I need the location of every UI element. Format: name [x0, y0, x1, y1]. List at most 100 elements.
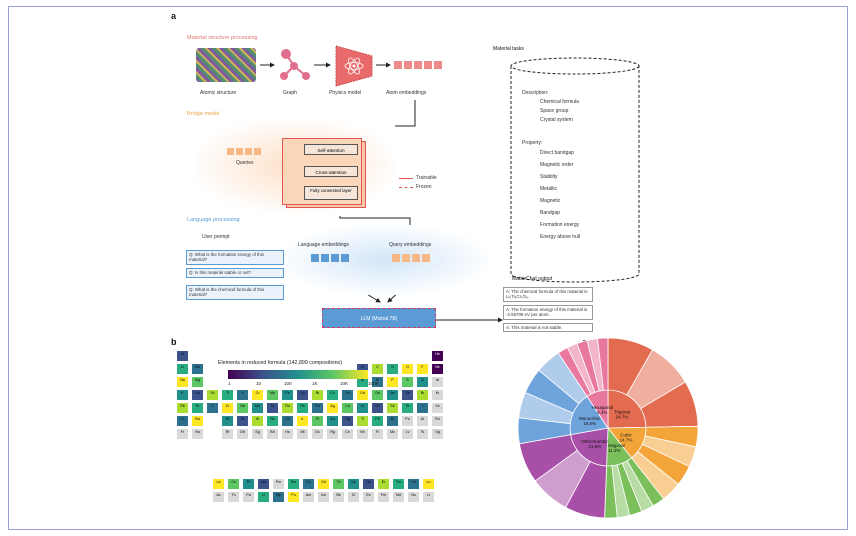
element-la: La — [212, 478, 225, 490]
sunburst-label: Hexagonal — [591, 405, 613, 410]
element-ar: Ar — [431, 376, 444, 388]
label-physics-model: Physics model — [329, 90, 362, 96]
element-hf: Hf — [221, 415, 234, 427]
section-structure: Material structure processing — [187, 35, 258, 41]
element-cd: Cd — [341, 402, 354, 414]
prop-6: Bandgap — [540, 210, 561, 216]
element-cr: Cr — [251, 389, 264, 401]
element-li: Li — [176, 363, 189, 375]
prop-title: Property: — [522, 140, 543, 146]
section-language: Language processing — [187, 217, 240, 223]
element-mo: Mo — [251, 402, 264, 414]
element-ir: Ir — [296, 415, 309, 427]
desc-2: Space group — [540, 108, 569, 114]
element-cs: Cs — [176, 415, 189, 427]
sunburst-label: Trigonal — [614, 410, 630, 415]
element-kr: Kr — [431, 389, 444, 401]
element-eu: Eu — [302, 478, 315, 490]
element-ti: Ti — [221, 389, 234, 401]
prop-1: Direct bandgap — [540, 150, 574, 156]
sunburst-value: 9.3% — [597, 410, 607, 415]
element-h: H — [176, 350, 189, 362]
colorbar-tick: 100K — [368, 381, 379, 386]
element-al: Al — [356, 376, 369, 388]
element-nh: Nh — [356, 428, 369, 440]
element-rg: Rg — [326, 428, 339, 440]
element-ca: Ca — [191, 389, 204, 401]
element-lu: Lu — [422, 478, 435, 490]
element-p: P — [386, 376, 399, 388]
legend-frozen-line — [399, 187, 413, 188]
element-cm: Cm — [317, 491, 330, 503]
fc-layer-block: Fully connected layer — [304, 186, 358, 200]
element-rn: Rn — [431, 415, 444, 427]
element-ce: Ce — [227, 478, 240, 490]
element-pa: Pa — [242, 491, 255, 503]
element-tb: Tb — [332, 478, 345, 490]
element-f: F — [416, 363, 429, 375]
physics-model-icon — [335, 45, 373, 87]
element-se: Se — [401, 389, 414, 401]
element-sr: Sr — [191, 402, 204, 414]
element-nb: Nb — [236, 402, 249, 414]
element-nd: Nd — [257, 478, 270, 490]
sunburst-value: 21.6% — [588, 444, 601, 449]
element-ts: Ts — [416, 428, 429, 440]
element-sb: Sb — [386, 402, 399, 414]
colorbar-tick: 100 — [284, 381, 292, 386]
element-yb: Yb — [407, 478, 420, 490]
answer-3: A: This material is not stable. — [503, 323, 593, 332]
element-fr: Fr — [176, 428, 189, 440]
element-xe: Xe — [431, 402, 444, 414]
element-bi: Bi — [386, 415, 399, 427]
colorbar-tick: 1 — [228, 381, 231, 386]
element-w: W — [251, 415, 264, 427]
element-au: Au — [326, 415, 339, 427]
element-u: U — [257, 491, 270, 503]
element-tm: Tm — [392, 478, 405, 490]
element-at: At — [416, 415, 429, 427]
element-ra: Ra — [191, 428, 204, 440]
prop-7: Formation energy — [540, 222, 580, 228]
label-query-embeddings: Query embeddings — [389, 242, 432, 248]
section-output: MatterChat output — [512, 276, 553, 282]
element-tl: Tl — [356, 415, 369, 427]
element-pt: Pt — [311, 415, 324, 427]
element-bk: Bk — [332, 491, 345, 503]
element-ho: Ho — [362, 478, 375, 490]
element-lr: Lr — [422, 491, 435, 503]
element-he: He — [431, 350, 444, 362]
sunburst-outer-segment — [597, 337, 609, 391]
element-cn: Cn — [341, 428, 354, 440]
element-os: Os — [281, 415, 294, 427]
element-mc: Mc — [386, 428, 399, 440]
answer-1: A: The chemical formula of this material… — [503, 287, 593, 302]
label-graph: Graph — [283, 90, 297, 96]
element-y: Y — [206, 402, 219, 414]
element-md: Md — [392, 491, 405, 503]
prop-2: Magnetic order — [540, 162, 574, 168]
query-embeddings — [392, 254, 430, 262]
sunburst-value: 24.7% — [616, 415, 629, 420]
panel-label-b: b — [171, 337, 177, 347]
sunburst-label: Monoclinic — [579, 416, 601, 421]
element-no: No — [407, 491, 420, 503]
element-te: Te — [401, 402, 414, 414]
element-si: Si — [371, 376, 384, 388]
element-ne: Ne — [431, 363, 444, 375]
atomic-structure-image — [196, 48, 256, 82]
element-sg: Sg — [251, 428, 264, 440]
element-in: In — [356, 402, 369, 414]
element-cl: Cl — [416, 376, 429, 388]
colorbar-title: Elements in reduced formula (142,899 com… — [218, 360, 342, 366]
element-be: Be — [191, 363, 204, 375]
element-co: Co — [296, 389, 309, 401]
element-ge: Ge — [371, 389, 384, 401]
element-zn: Zn — [341, 389, 354, 401]
section-tasks: Material tasks — [493, 46, 524, 52]
label-atom-embeddings: Atom embeddings — [386, 90, 427, 96]
element-ta: Ta — [236, 415, 249, 427]
sunburst-label: Tetragonal — [604, 443, 625, 448]
sunburst-chart: Trigonal24.7%Cubic14.7%Tetragonal11.2%Or… — [517, 337, 699, 519]
element-pm: Pm — [272, 478, 285, 490]
